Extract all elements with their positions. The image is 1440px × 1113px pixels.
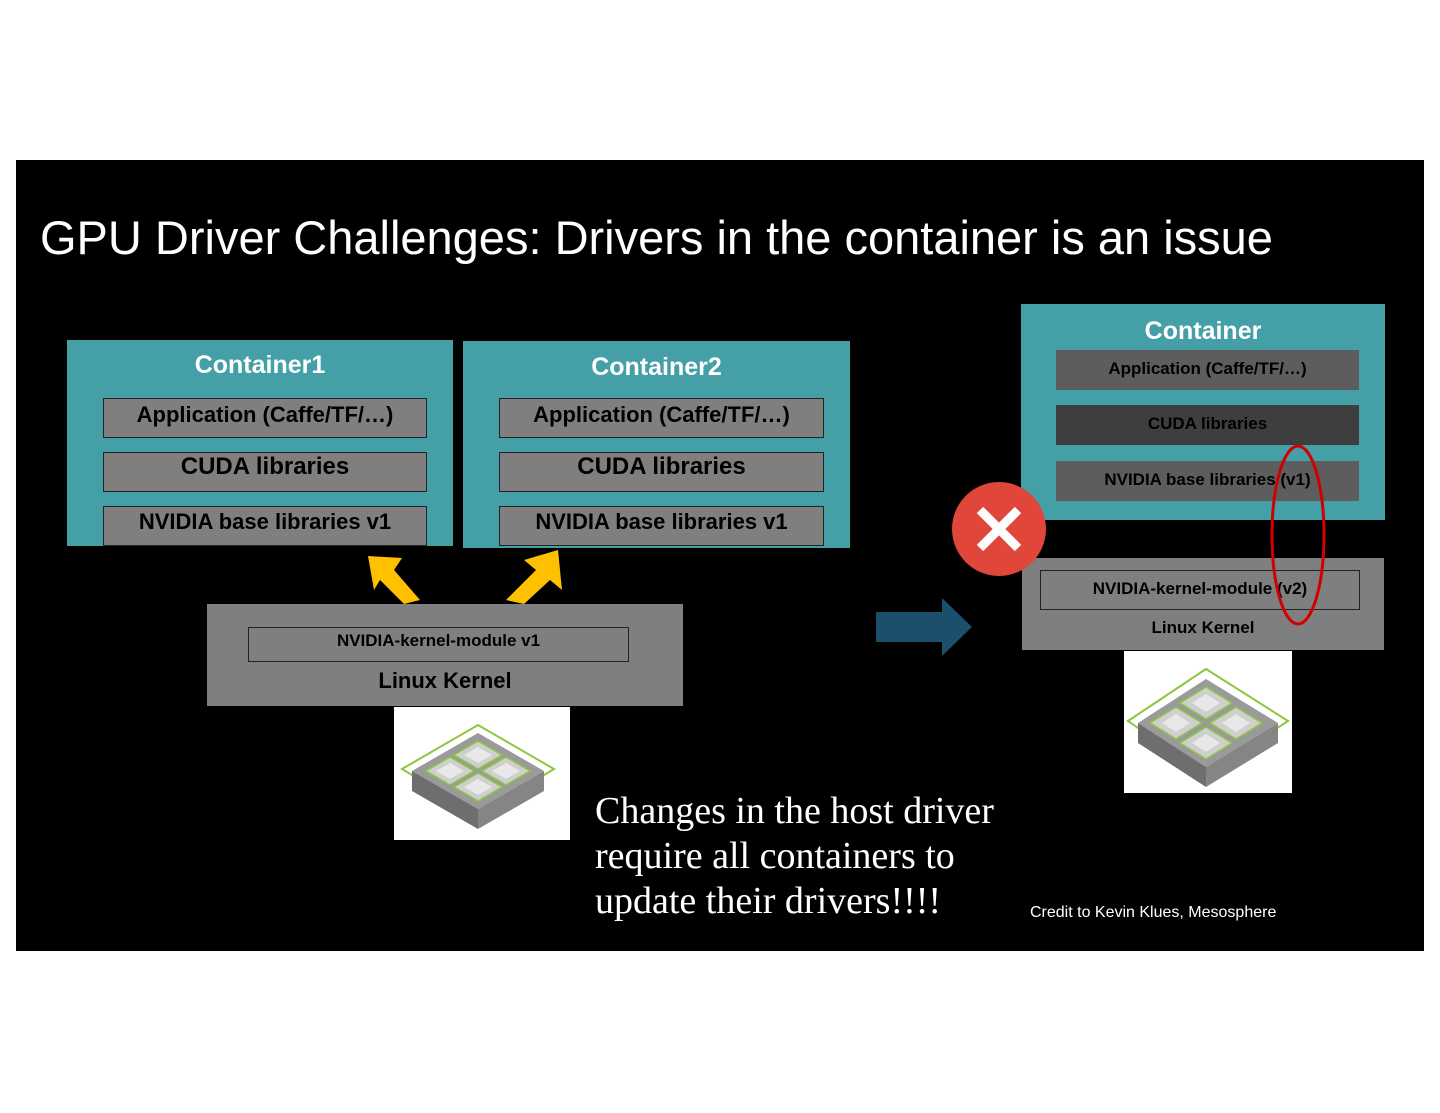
message-line-1: Changes in the host driver — [595, 790, 994, 832]
right-kernel-label: Linux Kernel — [1151, 618, 1255, 637]
container2-cuda-layer: CUDA libraries — [499, 452, 824, 492]
container2-app-layer: Application (Caffe/TF/…) — [499, 398, 824, 438]
container2-title: Container2 — [591, 353, 722, 381]
message-text: Changes in the host driver require all c… — [595, 789, 1055, 924]
up-arrow-icon — [506, 550, 562, 604]
error-x-icon — [952, 482, 1046, 576]
slide-background — [16, 160, 1424, 951]
right-nvidia-base-layer: NVIDIA base libraries (v1) — [1056, 461, 1359, 501]
right-cuda-layer: CUDA libraries — [1056, 405, 1359, 445]
gpu-chip-icon — [400, 723, 556, 829]
left-gpu-image — [394, 707, 570, 840]
message-line-2: require all containers to — [595, 835, 955, 877]
container1-cuda-layer: CUDA libraries — [103, 452, 427, 492]
container1-app-layer: Application (Caffe/TF/…) — [103, 398, 427, 438]
container1-title: Container1 — [194, 351, 326, 379]
right-gpu-image — [1124, 651, 1292, 793]
right-kernel-module: NVIDIA-kernel-module (v2) — [1040, 570, 1360, 610]
up-arrow-icon — [368, 556, 420, 604]
left-linux-kernel-box — [207, 604, 683, 706]
right-app-layer: Application (Caffe/TF/…) — [1056, 350, 1359, 390]
container2-nvidia-base-layer: NVIDIA base libraries v1 — [499, 506, 824, 546]
gpu-chip-icon — [1126, 667, 1290, 787]
right-arrow-icon — [876, 598, 972, 656]
container1-nvidia-base-layer: NVIDIA base libraries v1 — [103, 506, 427, 546]
slide-title: GPU Driver Challenges: Drivers in the co… — [40, 211, 1273, 264]
message-line-3: update their drivers!!!! — [595, 880, 942, 922]
left-kernel-label: Linux Kernel — [378, 668, 512, 693]
credit-text: Credit to Kevin Klues, Mesosphere — [1030, 904, 1277, 921]
left-kernel-module: NVIDIA-kernel-module v1 — [248, 627, 629, 662]
right-linux-kernel-box — [1022, 558, 1384, 650]
right-container-title: Container — [1144, 317, 1262, 345]
version-mismatch-highlight — [1270, 444, 1326, 626]
